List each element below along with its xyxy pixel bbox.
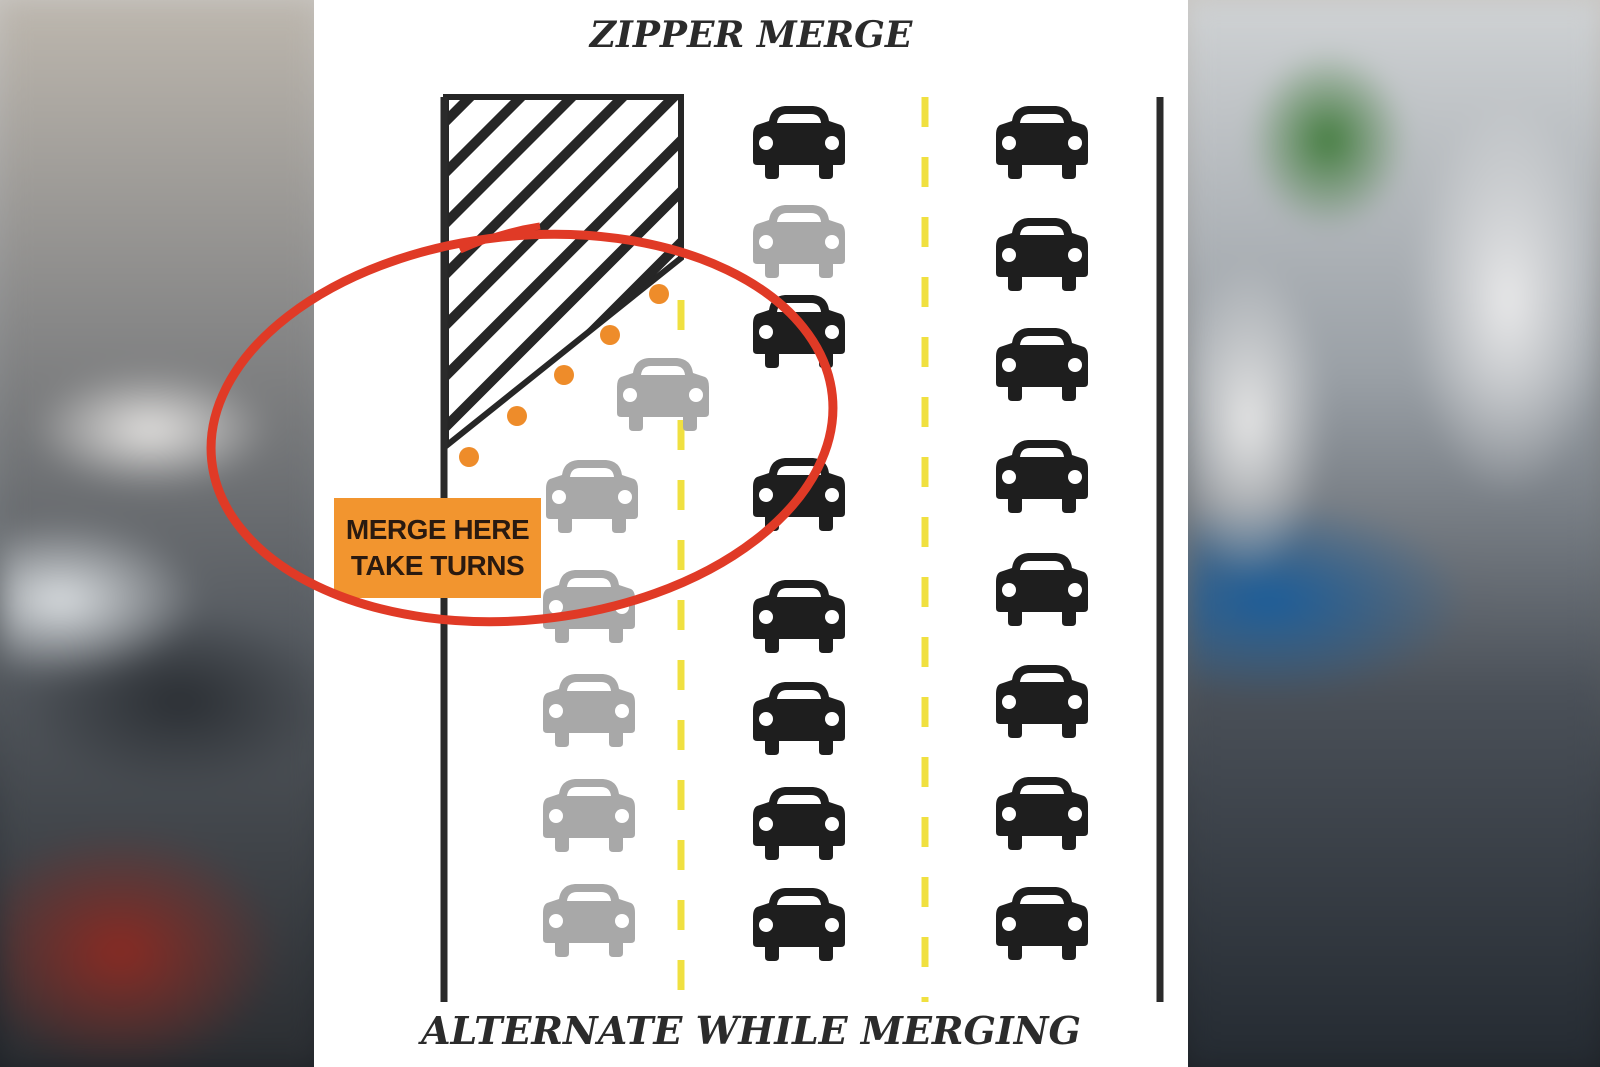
- car-icon: [753, 682, 845, 755]
- car-icon: [753, 458, 845, 531]
- car-icon: [753, 295, 845, 368]
- car-icon: [753, 106, 845, 179]
- car-icon: [753, 787, 845, 860]
- car-icon: [543, 884, 635, 957]
- cars-middle-lane: [753, 106, 845, 961]
- car-icon: [546, 460, 638, 533]
- merging-car-icon: [617, 358, 709, 431]
- car-icon: [996, 218, 1088, 291]
- car-icon: [996, 328, 1088, 401]
- diagram-title: ZIPPER MERGE: [589, 14, 913, 56]
- car-icon: [543, 570, 635, 643]
- car-icon: [996, 887, 1088, 960]
- car-icon: [996, 777, 1088, 850]
- car-icon: [753, 580, 845, 653]
- diagram-footer: ALTERNATE WHILE MERGING: [421, 1008, 1081, 1053]
- merge-here-sign: MERGE HERE TAKE TURNS: [334, 498, 541, 598]
- car-icon: [543, 674, 635, 747]
- blurred-traffic-photo-right: [1188, 0, 1600, 1067]
- car-icon: [996, 106, 1088, 179]
- cars-right-lane: [996, 106, 1088, 960]
- merged-car-icon: [753, 205, 845, 278]
- car-icon: [996, 665, 1088, 738]
- car-icon: [753, 888, 845, 961]
- car-icon: [543, 779, 635, 852]
- sign-line-2: TAKE TURNS: [350, 550, 525, 581]
- car-icon: [996, 440, 1088, 513]
- car-icon: [996, 553, 1088, 626]
- sign-line-1: MERGE HERE: [345, 514, 530, 545]
